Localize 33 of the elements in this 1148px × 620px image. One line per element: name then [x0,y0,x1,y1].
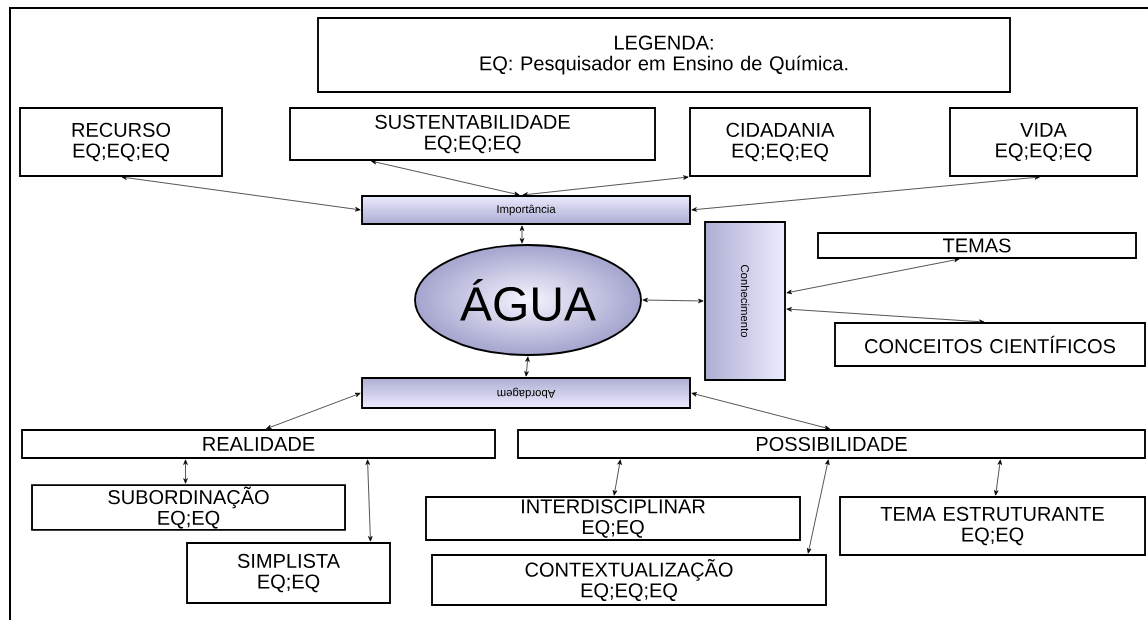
text-box: LEGENDA: EQ: Pesquisador em Ensino de Química. [317,17,1011,93]
curved-band: Abordagem [361,377,691,409]
arrow [519,225,525,244]
text-box: REALIDADE [21,429,496,459]
arrow [612,459,622,496]
arrow [691,175,1040,212]
text-box: SUSTENTABILIDADE EQ;EQ;EQ [289,107,656,161]
text-box: CONCEITOS CIENTÍFICOS [834,322,1146,367]
arrow [786,257,960,295]
arrow [786,307,985,324]
text-box: CONTEXTUALIZAÇÃO EQ;EQ;EQ [431,554,827,606]
arrow [365,459,373,542]
arrow [183,459,188,484]
text-box: SIMPLISTA EQ;EQ [186,542,391,604]
text-box: CIDADANIA EQ;EQ;EQ [689,107,871,177]
arrow [691,392,830,430]
arrow [807,459,830,554]
text-box: INTERDISCIPLINAR EQ;EQ [425,496,801,541]
text-box: TEMA ESTRUTURANTE EQ;EQ [839,496,1146,556]
text-box: RECURSO EQ;EQ;EQ [19,107,223,177]
arrow [121,175,361,212]
text-box: POSSIBILIDADE [517,429,1146,459]
arrow [994,459,1002,496]
text-box: SUBORDINAÇÃO EQ;EQ [31,484,346,531]
arrow [642,297,704,304]
arrow [524,356,530,377]
text-box: TEMAS [817,232,1137,259]
arrow [371,160,520,196]
arrow [266,392,361,430]
text-box: VIDA EQ;EQ;EQ [949,107,1138,177]
curved-band: Conhecimento [704,221,786,381]
arrow [522,175,689,197]
curved-band: Importância [361,195,691,225]
